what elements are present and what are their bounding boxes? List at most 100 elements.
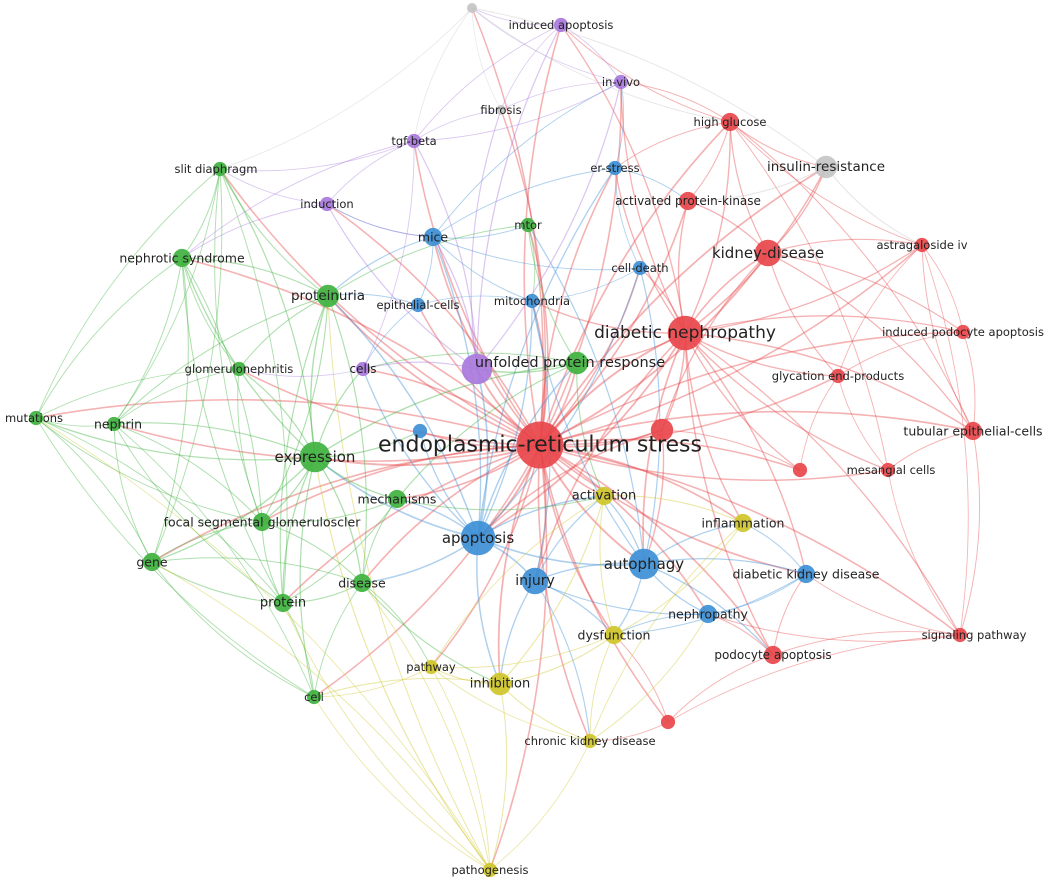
node-fib[interactable] xyxy=(496,105,506,115)
node-mech[interactable] xyxy=(387,489,407,509)
link-ns-nep xyxy=(113,257,183,425)
node-mice[interactable] xyxy=(423,227,443,247)
node-dn[interactable] xyxy=(667,315,703,351)
link-r1-r2 xyxy=(661,429,801,471)
node-kd[interactable] xyxy=(754,239,782,267)
link-pu-ns xyxy=(181,257,329,297)
node-cd[interactable] xyxy=(632,260,648,276)
link-dn-gep xyxy=(684,332,839,377)
link-p1-ia xyxy=(476,24,562,370)
node-iv[interactable] xyxy=(613,74,629,90)
node-act[interactable] xyxy=(594,486,614,506)
link-ns-gene xyxy=(151,257,189,563)
node-dis[interactable] xyxy=(352,573,372,593)
node-mito[interactable] xyxy=(524,293,540,309)
node-infl[interactable] xyxy=(733,513,753,533)
link-dn-ipa xyxy=(684,315,964,334)
link-tgf-iv xyxy=(413,81,622,142)
link-dn-apo xyxy=(477,332,686,539)
node-dys[interactable] xyxy=(604,625,624,645)
node-exp[interactable] xyxy=(299,441,331,473)
node-apo[interactable] xyxy=(460,520,496,556)
node-cells[interactable] xyxy=(355,361,371,377)
link-ers-apk xyxy=(539,200,689,446)
link-g1-ir xyxy=(471,7,827,168)
link-mice-es xyxy=(432,167,616,238)
node-sp[interactable] xyxy=(952,627,968,643)
node-ers[interactable] xyxy=(516,421,564,469)
node-ckd[interactable] xyxy=(582,733,598,749)
node-neph[interactable] xyxy=(698,604,718,624)
node-r1[interactable] xyxy=(650,418,674,442)
link-exp-prot xyxy=(282,456,316,604)
node-dkd[interactable] xyxy=(796,564,816,584)
node-gene[interactable] xyxy=(142,552,162,572)
node-cell[interactable] xyxy=(306,689,322,705)
link-tgf-ia xyxy=(413,24,562,142)
link-sd-gene xyxy=(151,168,223,563)
link-ers-iv xyxy=(539,81,622,446)
node-nep[interactable] xyxy=(106,416,122,432)
link-dn-inj xyxy=(534,332,686,582)
node-gep[interactable] xyxy=(830,368,846,384)
link-mice-ec xyxy=(417,236,434,306)
node-inh[interactable] xyxy=(488,672,512,696)
link-ind-ns xyxy=(181,203,328,259)
link-kd-hg xyxy=(729,121,769,254)
link-dn-asiv xyxy=(684,244,923,334)
link-ers-dis xyxy=(361,444,541,584)
link-inh-cell xyxy=(313,677,501,698)
node-label-mut: mutations xyxy=(5,411,63,425)
link-upr-act xyxy=(576,362,605,497)
node-label-pw: pathway xyxy=(406,660,456,674)
node-g1[interactable] xyxy=(467,3,477,13)
link-dn-r2 xyxy=(684,332,801,471)
node-apk[interactable] xyxy=(678,191,698,211)
node-ind[interactable] xyxy=(319,196,335,212)
node-sd[interactable] xyxy=(212,161,228,177)
node-pw[interactable] xyxy=(423,659,439,675)
node-label-mech: mechanisms xyxy=(358,492,437,507)
node-inj[interactable] xyxy=(521,567,549,595)
link-dn-sp xyxy=(684,332,961,636)
node-ipa[interactable] xyxy=(955,324,971,340)
node-prot[interactable] xyxy=(273,593,293,613)
node-upr[interactable] xyxy=(565,351,589,375)
node-ia[interactable] xyxy=(553,17,569,33)
link-aut-mito xyxy=(531,300,645,565)
link-p1-cells xyxy=(362,361,478,370)
node-r3[interactable] xyxy=(660,714,676,730)
node-path[interactable] xyxy=(482,862,498,878)
node-p1[interactable] xyxy=(461,353,493,385)
link-ers-r3 xyxy=(539,444,669,723)
node-tgf[interactable] xyxy=(406,133,422,149)
link-path-exp xyxy=(314,456,491,871)
node-fsg[interactable] xyxy=(252,512,272,532)
node-aut[interactable] xyxy=(628,548,660,580)
link-ers-dys xyxy=(539,444,615,636)
node-mut[interactable] xyxy=(28,410,44,426)
node-b1[interactable] xyxy=(412,423,428,439)
node-pu[interactable] xyxy=(316,284,340,308)
node-asiv[interactable] xyxy=(914,237,930,253)
link-dn-mc xyxy=(684,332,889,471)
node-label-path: pathogenesis xyxy=(451,863,528,877)
node-ec[interactable] xyxy=(410,297,426,313)
node-mc[interactable] xyxy=(880,462,896,478)
node-gn[interactable] xyxy=(231,361,247,377)
link-ia-fib xyxy=(500,24,562,111)
node-pa[interactable] xyxy=(763,645,783,665)
link-dn-aut xyxy=(642,332,686,565)
node-mtor[interactable] xyxy=(520,217,536,233)
node-es[interactable] xyxy=(607,160,623,176)
link-gep-r2 xyxy=(799,375,839,471)
link-ns-mut xyxy=(35,257,183,419)
link-ec-cells xyxy=(362,304,419,370)
link-infl-ckd xyxy=(589,522,744,742)
node-tec[interactable] xyxy=(963,421,983,441)
node-ns[interactable] xyxy=(172,248,192,268)
node-hg[interactable] xyxy=(720,112,740,132)
link-mtor-mito xyxy=(527,224,536,302)
node-r2[interactable] xyxy=(792,462,808,478)
node-ir[interactable] xyxy=(814,155,838,179)
